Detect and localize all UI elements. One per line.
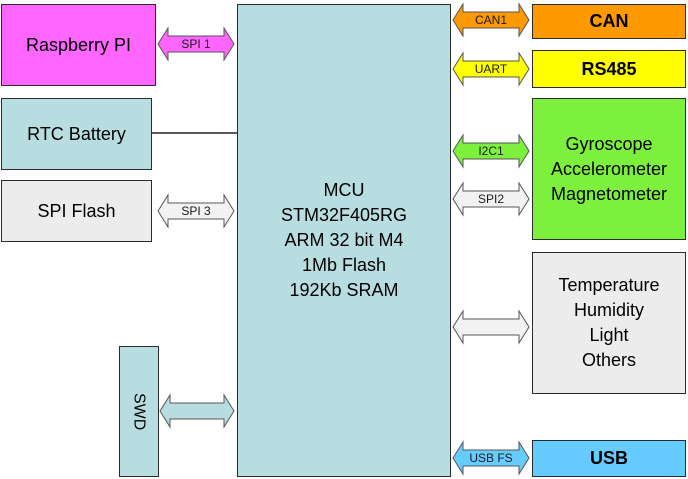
usb-block: USB — [532, 440, 686, 477]
raspberry-pi-block: Raspberry PI — [1, 4, 156, 86]
spi2-arrow — [452, 181, 530, 217]
spi1-label: SPI 1 — [181, 37, 211, 51]
usb-text: USB — [589, 448, 628, 468]
rtc-battery-block: RTC Battery — [1, 98, 152, 170]
spi1-connector: SPI 1 — [157, 26, 235, 62]
rs485-text: RS485 — [581, 58, 637, 79]
i2c1-label: I2C1 — [478, 144, 504, 158]
mcu-block: MCU STM32F405RG ARM 32 bit M4 1Mb Flash … — [237, 4, 451, 477]
sensor-arrow — [452, 309, 530, 345]
spi3-label: SPI 3 — [181, 204, 211, 218]
sensors-text: Temperature Humidity Light Others — [558, 275, 660, 370]
spi2-label: SPI2 — [478, 192, 504, 206]
sensor-connector — [452, 309, 530, 345]
can-block: CAN — [532, 4, 686, 39]
mcu-text: MCU STM32F405RG ARM 32 bit M4 1Mb Flash … — [280, 180, 408, 300]
spi-flash-block: SPI Flash — [1, 180, 152, 242]
spi3-connector: SPI 3 — [157, 193, 235, 229]
i2c1-connector: I2C1 — [452, 133, 530, 169]
rs485-block: RS485 — [532, 50, 686, 88]
spi1-arrow — [157, 26, 235, 62]
rtc-battery-text: RTC Battery — [27, 123, 126, 144]
swd-text: SWD — [130, 392, 148, 431]
usbfs-label: USB FS — [469, 451, 512, 465]
usbfs-connector: USB FS — [452, 440, 530, 476]
raspberry-pi-text: Raspberry PI — [25, 34, 132, 55]
uart-arrow — [452, 51, 530, 87]
gyroscope-block: Gyroscope Accelerometer Magnetometer — [532, 98, 686, 240]
swd-connector — [159, 393, 235, 429]
can1-arrow — [452, 2, 530, 38]
spi2-connector: SPI2 — [452, 181, 530, 217]
swd-block: SWD — [119, 346, 159, 477]
can1-connector: CAN1 — [452, 2, 530, 38]
spi3-arrow — [157, 193, 235, 229]
gyroscope-text: Gyroscope Accelerometer Magnetometer — [550, 133, 668, 204]
uart-connector: UART — [452, 51, 530, 87]
can-text: CAN — [589, 11, 629, 31]
sensors-block: Temperature Humidity Light Others — [532, 252, 686, 394]
usbfs-arrow — [452, 440, 530, 476]
uart-label: UART — [475, 62, 508, 76]
i2c1-arrow — [452, 133, 530, 169]
swd-arrow — [159, 393, 235, 429]
can1-label: CAN1 — [475, 13, 507, 27]
spi-flash-text: SPI Flash — [37, 200, 116, 221]
